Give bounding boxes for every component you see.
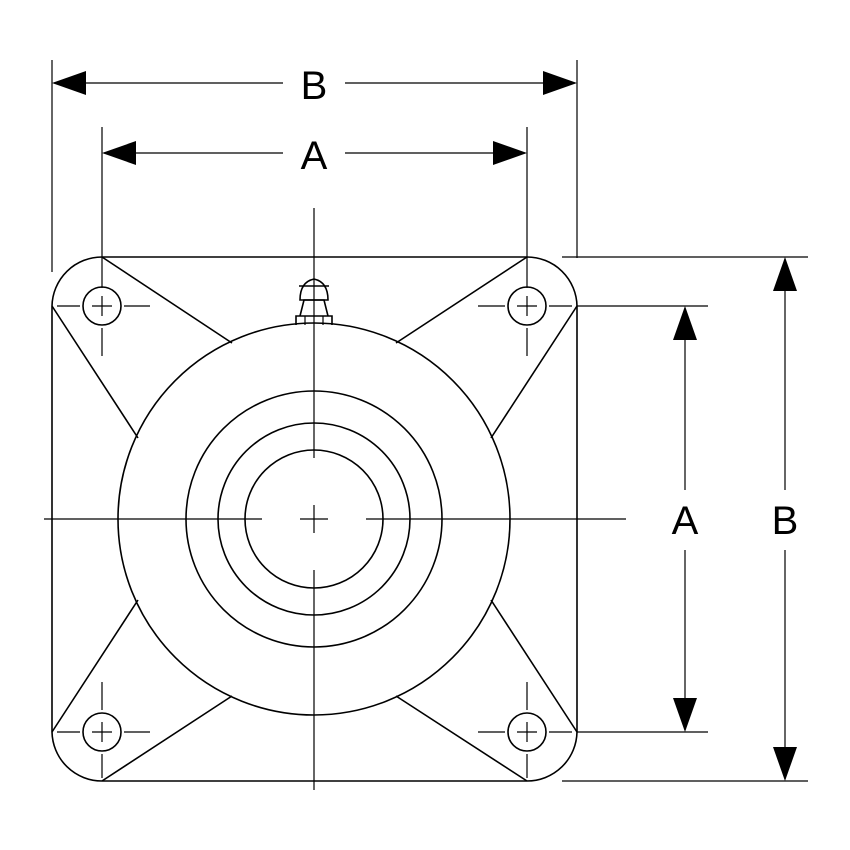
arrowhead-bottom [773,747,797,781]
bolt-hole-bottom-right [478,682,572,778]
flange-ribs [51,256,578,782]
dimension-label-top-inner: A [301,134,328,178]
arrowhead-bottom [673,698,697,732]
dimension-label-right-outer: B [772,499,799,543]
corner-lobe-top-right [526,256,578,307]
dimension-right-outer: B [562,256,808,782]
corner-lobe-bottom-right [526,731,578,782]
arrowhead-left [102,141,136,165]
dimension-top-outer: B [51,60,578,272]
dimension-label-right-inner: A [672,499,699,543]
bolt-hole-top-left [57,286,150,356]
dimension-top-inner: A [101,127,528,288]
arrowhead-right [543,71,577,95]
bolt-hole-top-right [478,286,572,356]
arrowhead-top [673,306,697,340]
dimension-label-top-outer: B [301,64,328,108]
bolt-hole-bottom-left [57,682,150,778]
dimension-right-inner: A [577,305,708,733]
arrowhead-left [52,71,86,95]
corner-lobe-top-left [51,256,103,307]
arrowhead-right [493,141,527,165]
arrowhead-top [773,257,797,291]
center-lines [44,208,626,790]
corner-lobe-bottom-left [51,731,103,782]
